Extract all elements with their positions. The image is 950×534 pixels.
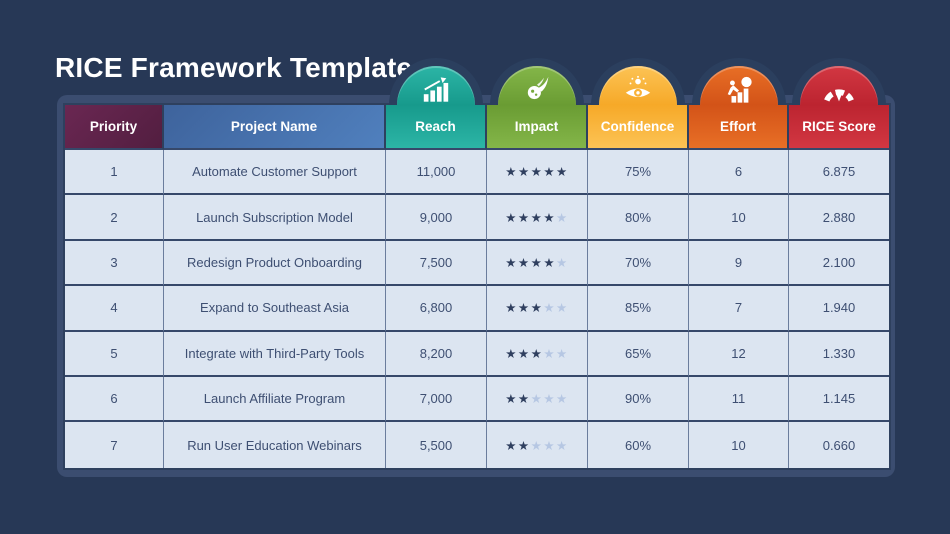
confidence-cell: 65% [588, 331, 689, 377]
insight-eye-icon [625, 75, 651, 97]
gauge-icon [824, 89, 854, 102]
confidence-cell: 75% [588, 150, 689, 196]
effort-cell: 7 [689, 286, 789, 332]
rice-score-cell: 6.875 [789, 150, 889, 196]
rice-score-cell: 0.660 [789, 422, 889, 468]
stars-empty: ★ [556, 255, 569, 270]
column-header-confidence: Confidence [588, 105, 689, 150]
stars-empty: ★ [556, 210, 569, 225]
growth-chart-icon [423, 77, 449, 102]
stars-filled: ★★ [505, 438, 531, 453]
project-name-cell: Launch Affiliate Program [164, 376, 386, 423]
stars-filled: ★★★ [505, 301, 544, 316]
stars-filled: ★★★★ [505, 255, 557, 270]
page-title: RICE Framework Template [55, 52, 413, 83]
priority-cell: 3 [65, 240, 164, 287]
effort-climb-icon [727, 76, 752, 103]
reach-cell: 5,500 [386, 422, 487, 468]
impact-rating: ★★★★★ [487, 195, 588, 241]
project-name-cell: Expand to Southeast Asia [164, 286, 386, 332]
effort-cell: 10 [689, 195, 789, 241]
reach-cell: 9,000 [386, 195, 487, 241]
column-header-effort: Effort [689, 105, 789, 150]
effort-cell: 10 [689, 422, 789, 468]
priority-cell: 7 [65, 422, 164, 468]
impact-rating: ★★★★★ [487, 240, 588, 287]
impact-rating: ★★★★★ [487, 286, 588, 332]
stars-filled: ★★★★★ [505, 165, 569, 180]
column-header-reach: Reach [386, 105, 487, 150]
reach-cell: 7,500 [386, 240, 487, 287]
impact-rating: ★★★★★ [487, 150, 588, 196]
confidence-cell: 90% [588, 376, 689, 423]
column-header-project-name: Project Name [164, 105, 386, 150]
rice-score-cell: 1.330 [789, 331, 889, 377]
rice-score-cell: 2.880 [789, 195, 889, 241]
priority-cell: 4 [65, 286, 164, 332]
column-header-priority: Priority [65, 105, 164, 150]
confidence-cell: 70% [588, 240, 689, 287]
impact-rating: ★★★★★ [487, 376, 588, 423]
stars-filled: ★★★ [505, 346, 544, 361]
rice-score-cell: 1.145 [789, 376, 889, 423]
reach-cell: 6,800 [386, 286, 487, 332]
confidence-cell: 60% [588, 422, 689, 468]
project-name-cell: Automate Customer Support [164, 150, 386, 196]
project-name-cell: Integrate with Third-Party Tools [164, 331, 386, 377]
reach-cell: 8,200 [386, 331, 487, 377]
impact-rating: ★★★★★ [487, 422, 588, 468]
reach-cell: 11,000 [386, 150, 487, 196]
confidence-cell: 80% [588, 195, 689, 241]
rice-table: Priority Project Name Reach Impact Confi… [63, 103, 891, 470]
effort-cell: 6 [689, 150, 789, 196]
stars-empty: ★★ [543, 301, 569, 316]
stars-filled: ★★★★ [505, 210, 557, 225]
confidence-cell: 85% [588, 286, 689, 332]
stars-empty: ★★★ [530, 438, 569, 453]
effort-cell: 9 [689, 240, 789, 287]
stars-empty: ★★★ [530, 392, 569, 407]
priority-cell: 1 [65, 150, 164, 196]
rice-score-cell: 1.940 [789, 286, 889, 332]
comet-icon [527, 76, 549, 100]
rice-score-cell: 2.100 [789, 240, 889, 287]
impact-rating: ★★★★★ [487, 331, 588, 377]
column-header-impact: Impact [487, 105, 588, 150]
column-header-rice-score: RICE Score [789, 105, 889, 150]
project-name-cell: Redesign Product Onboarding [164, 240, 386, 287]
priority-cell: 2 [65, 195, 164, 241]
reach-cell: 7,000 [386, 376, 487, 423]
stars-empty: ★★ [543, 346, 569, 361]
table-panel: Priority Project Name Reach Impact Confi… [57, 58, 895, 477]
stars-filled: ★★ [505, 392, 531, 407]
project-name-cell: Run User Education Webinars [164, 422, 386, 468]
effort-cell: 12 [689, 331, 789, 377]
priority-cell: 5 [65, 331, 164, 377]
priority-cell: 6 [65, 376, 164, 423]
project-name-cell: Launch Subscription Model [164, 195, 386, 241]
effort-cell: 11 [689, 376, 789, 423]
